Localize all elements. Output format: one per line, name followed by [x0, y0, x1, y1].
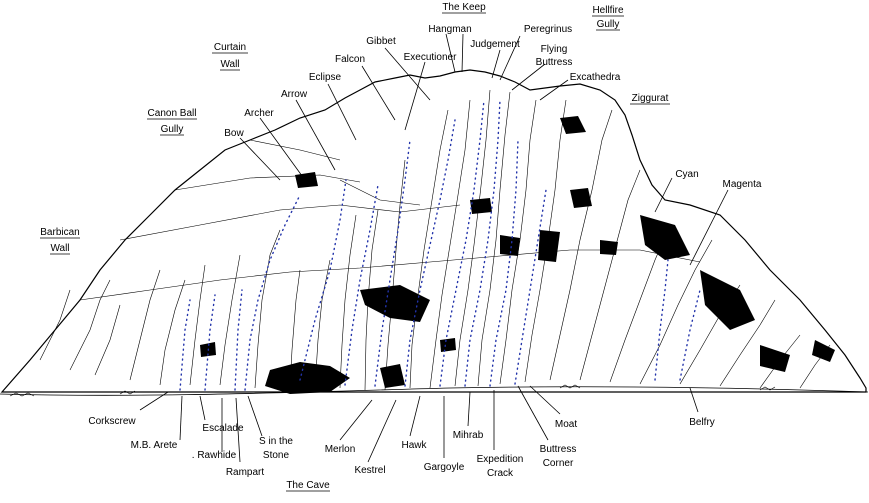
- label-cyan: Cyan: [675, 169, 698, 180]
- label-barbican-wall: Wall: [50, 243, 69, 254]
- label-s-in-the-stone: Stone: [263, 450, 290, 461]
- label-buttress-corner: Corner: [543, 458, 574, 469]
- label-executioner: Executioner: [404, 52, 457, 63]
- label-hawk: Hawk: [401, 440, 427, 451]
- label-mb-arete: M.B. Arete: [131, 440, 178, 451]
- area-labels: The Keep Hellfire Gully Curtain Wall Can…: [40, 2, 670, 492]
- label-ziggurat: Ziggurat: [632, 93, 669, 104]
- label-s-in-the: S in the: [259, 436, 293, 447]
- label-mihrab: Mihrab: [453, 430, 484, 441]
- label-expedition: Expedition: [477, 454, 524, 465]
- label-belfry: Belfry: [689, 417, 715, 428]
- label-judgement: Judgement: [470, 39, 520, 50]
- leader-lines: [139, 33, 729, 463]
- label-excathedra: Excathedra: [570, 72, 621, 83]
- label-flying-buttress: Buttress: [536, 57, 573, 68]
- label-canon-ball-gully: Gully: [161, 124, 184, 135]
- ground-scrub: [9, 384, 776, 397]
- label-merlon: Merlon: [325, 444, 356, 455]
- route-labels-top: Hangman Peregrinus Gibbet Judgement Flyi…: [224, 24, 762, 190]
- label-corkscrew: Corkscrew: [88, 416, 136, 427]
- label-curtain: Curtain: [214, 42, 246, 53]
- label-rampart: Rampart: [226, 467, 265, 478]
- label-rawhide: . Rawhide: [192, 450, 237, 461]
- label-bow: Bow: [224, 128, 244, 139]
- ground-line: [0, 386, 869, 396]
- label-moat: Moat: [555, 419, 577, 430]
- label-peregrinus: Peregrinus: [524, 24, 572, 35]
- label-hellfire: Hellfire: [592, 5, 624, 16]
- label-eclipse: Eclipse: [309, 72, 342, 83]
- label-the-keep: The Keep: [442, 2, 486, 13]
- label-kestrel: Kestrel: [354, 465, 385, 476]
- route-lines: [179, 99, 701, 391]
- label-flying: Flying: [541, 44, 568, 55]
- label-barbican: Barbican: [40, 227, 79, 238]
- label-archer: Archer: [244, 108, 274, 119]
- label-escalade: Escalade: [202, 423, 244, 434]
- label-gargoyle: Gargoyle: [424, 462, 465, 473]
- route-labels-bottom: Corkscrew Escalade M.B. Arete . Rawhide …: [88, 416, 714, 479]
- label-curtain-wall: Wall: [220, 59, 239, 70]
- label-hangman: Hangman: [428, 24, 471, 35]
- label-expedition-crack: Crack: [487, 468, 514, 479]
- label-magenta: Magenta: [723, 179, 762, 190]
- crag-outline: [0, 69, 867, 393]
- label-buttress: Buttress: [540, 444, 577, 455]
- label-canon-ball: Canon Ball: [148, 108, 197, 119]
- label-arrow: Arrow: [281, 89, 308, 100]
- label-hellfire-gully: Gully: [597, 19, 620, 30]
- rock-shadows: [200, 116, 835, 394]
- label-the-cave: The Cave: [286, 480, 330, 491]
- label-gibbet: Gibbet: [366, 36, 396, 47]
- label-falcon: Falcon: [335, 54, 365, 65]
